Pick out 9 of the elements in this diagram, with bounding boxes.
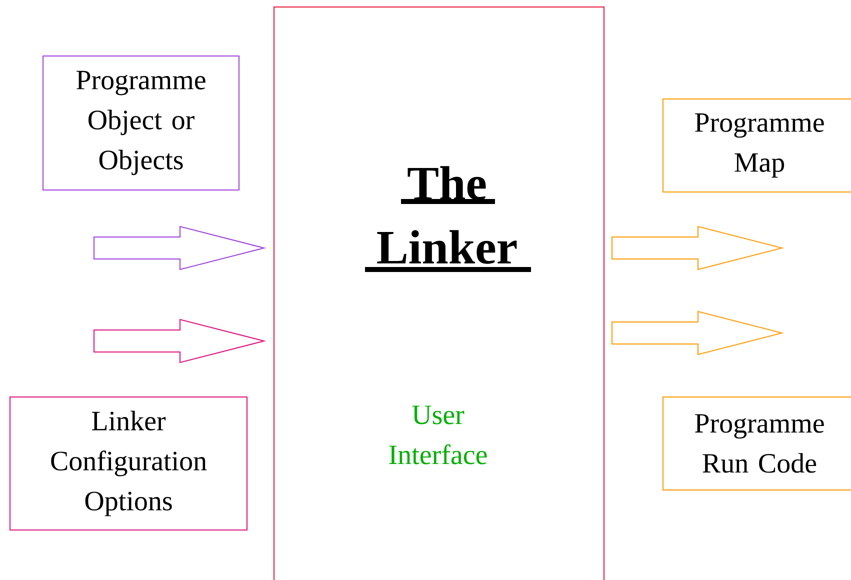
text-box: Programme Object or Objects bbox=[42, 56, 240, 190]
text-box: Programme Map bbox=[662, 98, 851, 192]
text-box: Linker Configuration Options bbox=[10, 396, 248, 530]
label-text: User Interface bbox=[389, 406, 487, 464]
block-arrow bbox=[612, 310, 784, 356]
block-arrow bbox=[94, 318, 266, 364]
block-arrow bbox=[94, 226, 266, 270]
block-arrow bbox=[612, 226, 784, 270]
text-box: Programme Run Code bbox=[662, 396, 851, 490]
